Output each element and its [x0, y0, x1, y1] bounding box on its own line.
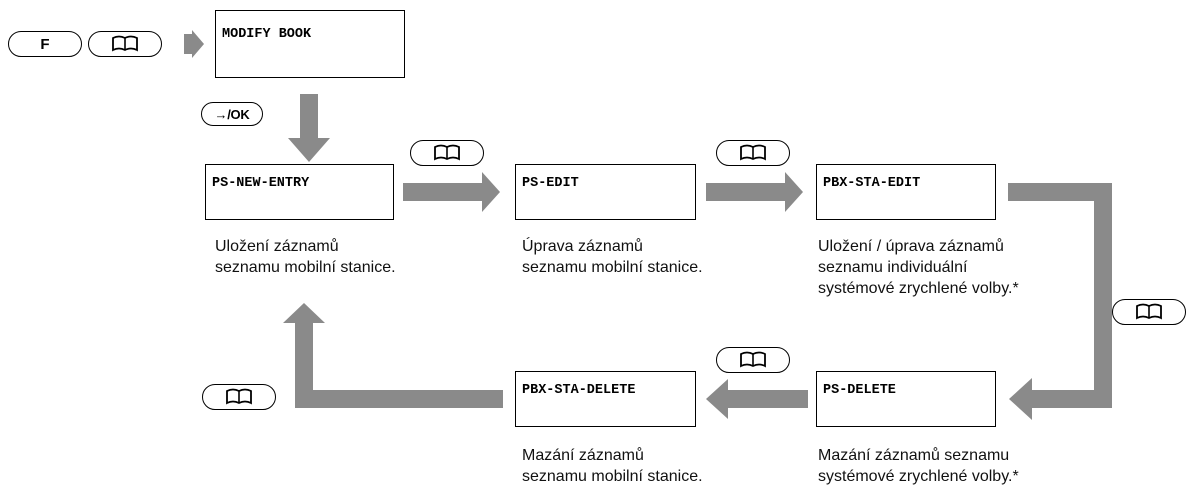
phonebook-key-2[interactable]	[716, 140, 790, 166]
phonebook-key-3[interactable]	[1112, 299, 1186, 325]
function-key-label: F	[40, 35, 50, 53]
arrow-delete-to-pbx-delete	[706, 379, 808, 419]
phonebook-key-start[interactable]	[88, 31, 162, 57]
phonebook-icon	[740, 144, 766, 161]
arrow-pbx-edit-to-delete	[1008, 183, 1112, 420]
description-ps-edit: Úprava záznamů seznamu mobilní stanice.	[522, 238, 703, 276]
ok-key[interactable]: →/OK	[201, 102, 263, 126]
screen-modify-book: MODIFY BOOK	[215, 10, 405, 78]
phonebook-key-4[interactable]	[716, 347, 790, 373]
phonebook-key-1[interactable]	[410, 140, 484, 166]
phonebook-icon	[226, 388, 252, 405]
screen-text: PS-DELETE	[823, 383, 896, 398]
screen-text: PBX-STA-DELETE	[522, 383, 636, 398]
description-pbx-sta-delete: Mazání záznamů seznamu mobilní stanice.	[522, 447, 703, 485]
screen-text: PS-NEW-ENTRY	[212, 176, 310, 191]
phonebook-key-5[interactable]	[202, 384, 276, 410]
description-ps-new-entry: Uložení záznamů seznamu mobilní stanice.	[215, 238, 396, 276]
phonebook-icon	[434, 144, 460, 161]
arrow-new-entry-to-edit	[403, 172, 500, 212]
screen-text: PS-EDIT	[522, 176, 579, 191]
arrow-keys-to-modify-book	[184, 30, 204, 58]
function-key[interactable]: F	[8, 31, 82, 57]
screen-text: PBX-STA-EDIT	[823, 176, 921, 191]
arrow-modify-to-new-entry	[288, 94, 330, 162]
screen-pbx-sta-edit: PBX-STA-EDIT	[816, 164, 996, 220]
description-ps-delete: Mazání záznamů seznamu systémové zrychle…	[818, 447, 1019, 485]
phonebook-icon	[112, 35, 138, 52]
arrow-edit-to-pbx-edit	[706, 172, 803, 212]
ok-key-label: →/OK	[214, 106, 250, 122]
screen-ps-delete: PS-DELETE	[816, 371, 996, 427]
screen-pbx-sta-delete: PBX-STA-DELETE	[515, 371, 696, 427]
screen-ps-new-entry: PS-NEW-ENTRY	[205, 164, 394, 220]
description-pbx-sta-edit: Uložení / úprava záznamů seznamu individ…	[818, 238, 1019, 297]
screen-ps-edit: PS-EDIT	[515, 164, 696, 220]
screen-text: MODIFY BOOK	[222, 27, 312, 42]
phonebook-icon	[1136, 303, 1162, 320]
phonebook-icon	[740, 351, 766, 368]
arrow-pbx-delete-to-new-entry	[283, 303, 503, 408]
